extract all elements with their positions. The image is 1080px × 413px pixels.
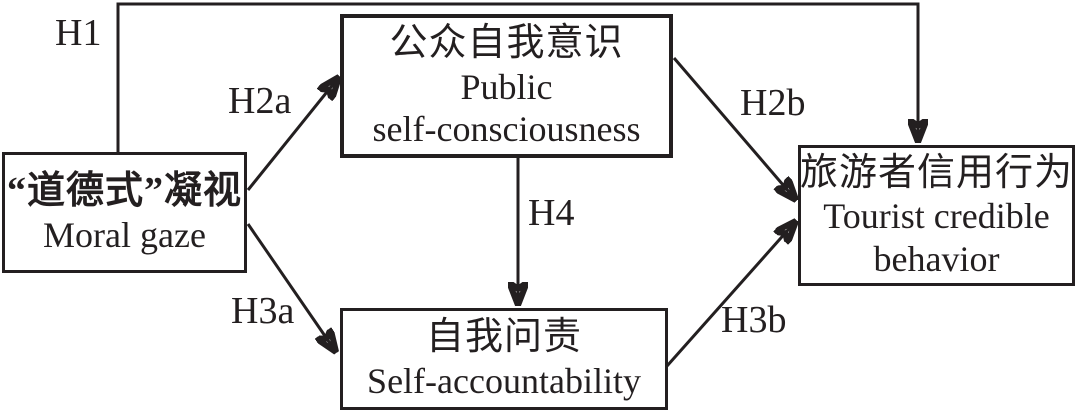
tourist-credible-behavior-label-en-line1: Tourist credible [823,196,1050,237]
public-self-consciousness-label-zh: 公众自我意识 [389,22,624,65]
public-self-consciousness-label-en-line1: Public [460,66,553,107]
moral-gaze-label-en: Moral gaze [43,214,206,255]
public-self-consciousness-label-en-line2: self-consciousness [372,109,641,150]
path-label-h2a: H2a [228,80,292,122]
arrow-h2b [672,57,796,200]
path-label-h2b: H2b [740,82,806,124]
public-self-consciousness-node: 公众自我意识 Public self-consciousness [340,14,673,158]
path-label-h4: H4 [528,192,575,234]
arrow-h3b [665,221,796,367]
self-accountability-label-zh: 自我问责 [425,316,582,359]
path-label-h1: H1 [55,12,102,54]
self-accountability-label-en: Self-accountability [367,361,641,402]
path-label-h3a: H3a [231,290,295,332]
arrow-h3a [246,223,336,352]
tourist-credible-behavior-label-zh: 旅游者信用行为 [800,151,1074,194]
arrow-h2a [246,77,339,191]
moral-gaze-node: “道德式”凝视 Moral gaze [2,152,247,273]
moral-gaze-label-zh: “道德式”凝视 [6,169,242,212]
arrow-h1 [116,2,918,152]
self-accountability-node: 自我问责 Self-accountability [340,308,668,410]
tourist-credible-behavior-node: 旅游者信用行为 Tourist credible behavior [798,145,1075,286]
path-label-h3b: H3b [721,299,787,341]
tourist-credible-behavior-label-en-line2: behavior [873,238,1000,279]
